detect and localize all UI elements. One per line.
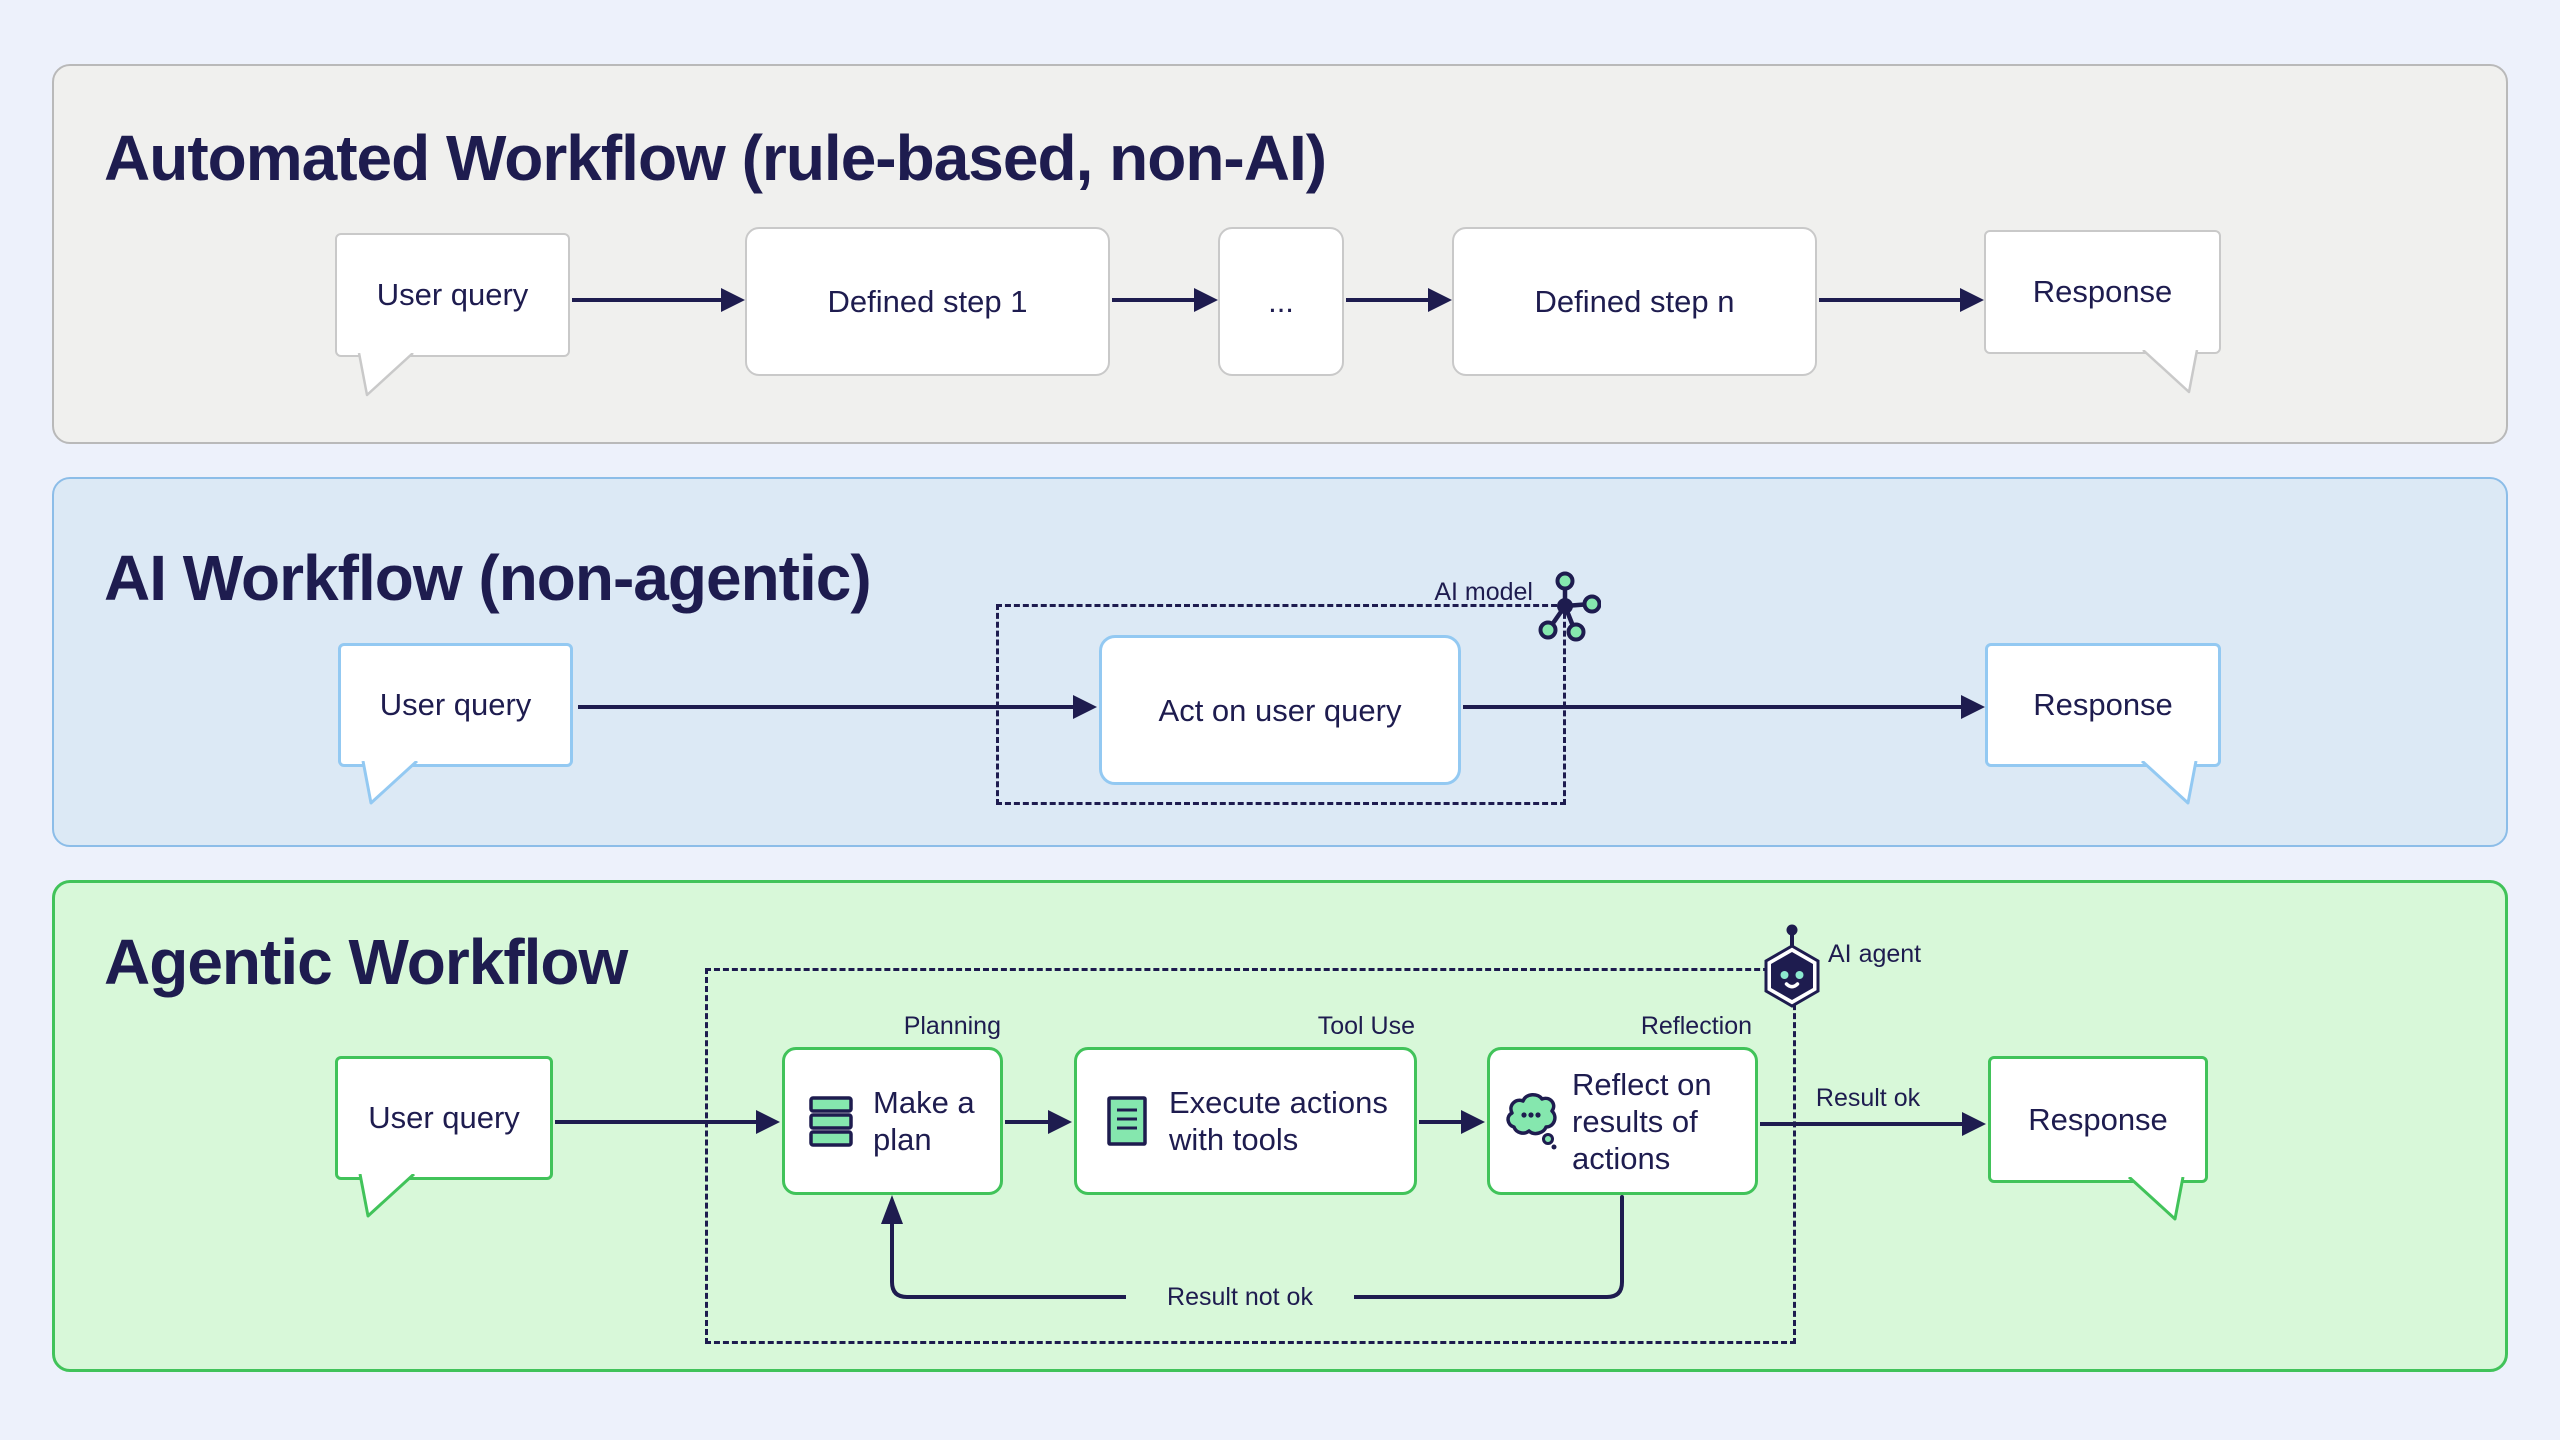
agentic-reflect-label: Reflect on results of actions	[1572, 1066, 1712, 1176]
ai-agent-dashed-boundary	[705, 968, 1796, 1344]
agentic-reflect-node: Reflect on results of actions	[1487, 1047, 1758, 1195]
tool-use-label: Tool Use	[1317, 1012, 1415, 1040]
automated-step1-node: Defined step 1	[745, 227, 1110, 376]
result-not-ok-label: Result not ok	[1126, 1281, 1354, 1313]
automated-ellipsis-label: ...	[1268, 284, 1294, 319]
automated-stepn-node: Defined step n	[1452, 227, 1817, 376]
result-ok-label: Result ok	[1815, 1084, 1921, 1112]
arrow-userquery-act	[578, 695, 1097, 719]
agentic-plan-label: Make a plan	[873, 1085, 975, 1157]
agentic-response-bubble: Response	[1988, 1056, 2208, 1221]
automated-user-query-bubble: User query	[335, 233, 570, 397]
speech-tail-icon	[2127, 1177, 2185, 1221]
planning-label: Planning	[903, 1012, 1001, 1040]
arrow-step1-ellipsis	[1112, 288, 1218, 312]
thought-cloud-icon	[1506, 1093, 1557, 1150]
ai-model-dashed-boundary	[996, 604, 1566, 805]
arrow-ellipsis-stepn	[1346, 288, 1452, 312]
ai-response-label: Response	[2033, 687, 2173, 722]
agentic-execute-label: Execute actions with tools	[1169, 1085, 1388, 1157]
speech-tail-icon	[2140, 761, 2198, 805]
ai-model-label: AI model	[1434, 578, 1533, 606]
stacked-list-icon	[809, 1096, 853, 1147]
arrow-reflect-response	[1760, 1112, 1986, 1136]
agentic-user-query-bubble: User query	[335, 1056, 553, 1218]
automated-response-bubble: Response	[1984, 230, 2221, 394]
arrow-plan-execute	[1005, 1110, 1072, 1134]
arrow-act-response	[1463, 695, 1985, 719]
arrow-execute-reflect	[1419, 1110, 1485, 1134]
network-nodes-icon	[1538, 571, 1601, 642]
ai-agent-label: AI agent	[1828, 940, 1922, 968]
panel-automated-title: Automated Workflow (rule-based, non-AI)	[104, 122, 1327, 194]
automated-user-query-label: User query	[376, 277, 529, 312]
panel-agentic-title: Agentic Workflow	[104, 926, 628, 998]
arrow-stepn-response	[1819, 288, 1984, 312]
speech-tail-icon	[357, 353, 414, 397]
agentic-plan-node: Make a plan	[782, 1047, 1003, 1195]
ai-act-node: Act on user query	[1099, 635, 1461, 785]
panel-ai-title: AI Workflow (non-agentic)	[104, 542, 872, 614]
ai-user-query-label: User query	[379, 687, 532, 722]
arrow-userquery-plan	[555, 1110, 780, 1134]
reflection-label: Reflection	[1640, 1012, 1752, 1040]
agentic-execute-node: Execute actions with tools	[1074, 1047, 1417, 1195]
speech-tail-icon	[2142, 350, 2199, 394]
ai-act-label: Act on user query	[1158, 692, 1402, 728]
automated-ellipsis-node: ...	[1218, 227, 1344, 376]
document-icon	[1107, 1096, 1147, 1146]
automated-step1-label: Defined step 1	[827, 284, 1028, 319]
automated-response-label: Response	[2032, 274, 2173, 309]
ai-response-bubble: Response	[1985, 643, 2221, 805]
ai-user-query-bubble: User query	[338, 643, 573, 805]
arrow-userquery-step1	[572, 288, 745, 312]
automated-stepn-label: Defined step n	[1534, 284, 1735, 319]
agentic-user-query-label: User query	[368, 1100, 520, 1135]
agentic-response-label: Response	[2028, 1101, 2168, 1137]
robot-hexagon-icon	[1764, 924, 1820, 1008]
speech-tail-icon	[361, 761, 419, 805]
speech-tail-icon	[358, 1174, 416, 1218]
